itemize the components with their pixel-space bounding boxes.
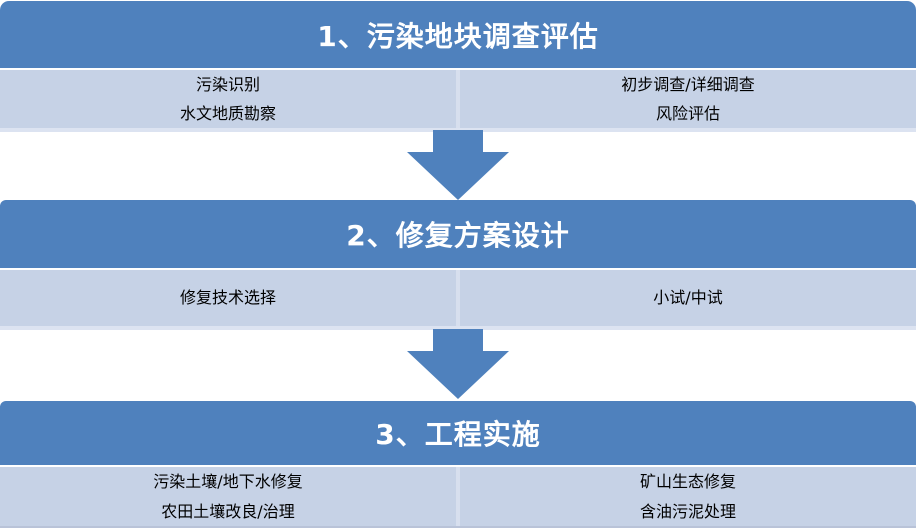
list-item: 初步调查/详细调查: [621, 74, 755, 94]
list-item: 矿山生态修复: [639, 472, 736, 492]
list-item: 水文地质勘察: [179, 103, 276, 123]
list-item: 污染识别: [195, 74, 260, 94]
stage-1-right-column: 初步调查/详细调查 风险评估: [460, 70, 916, 128]
stage-3-left-column: 污染土壤/地下水修复 农田土壤改良/治理: [0, 467, 456, 526]
stage-1-left-column: 污染识别 水文地质勘察: [0, 70, 456, 128]
down-arrow-icon: [407, 329, 509, 399]
column-divider: [456, 467, 460, 526]
stage-2-left-column: 修复技术选择: [0, 270, 456, 326]
stage-1-body: 污染识别 水文地质勘察 初步调查/详细调查 风险评估: [0, 70, 916, 132]
list-item: 修复技术选择: [179, 288, 276, 308]
list-item: 农田土壤改良/治理: [161, 501, 295, 521]
list-item: 含油污泥处理: [639, 501, 736, 521]
list-item: 小试/中试: [653, 288, 723, 308]
stage-2-title: 2、修复方案设计: [346, 219, 570, 252]
stage-1-header: 1、污染地块调查评估: [0, 1, 916, 68]
down-arrow-icon: [407, 130, 509, 200]
stage-3-right-column: 矿山生态修复 含油污泥处理: [460, 467, 916, 526]
stage-2-right-column: 小试/中试: [460, 270, 916, 326]
column-divider: [456, 70, 460, 128]
list-item: 风险评估: [655, 103, 720, 123]
list-item: 污染土壤/地下水修复: [153, 472, 303, 492]
stage-3-header: 3、工程实施: [0, 401, 916, 465]
stage-2-body: 修复技术选择 小试/中试: [0, 270, 916, 330]
stage-2-header: 2、修复方案设计: [0, 200, 916, 268]
column-divider: [456, 270, 460, 326]
stage-3-title: 3、工程实施: [375, 418, 541, 451]
stage-3-body: 污染土壤/地下水修复 农田土壤改良/治理 矿山生态修复 含油污泥处理: [0, 467, 916, 528]
stage-1-title: 1、污染地块调查评估: [317, 19, 599, 53]
